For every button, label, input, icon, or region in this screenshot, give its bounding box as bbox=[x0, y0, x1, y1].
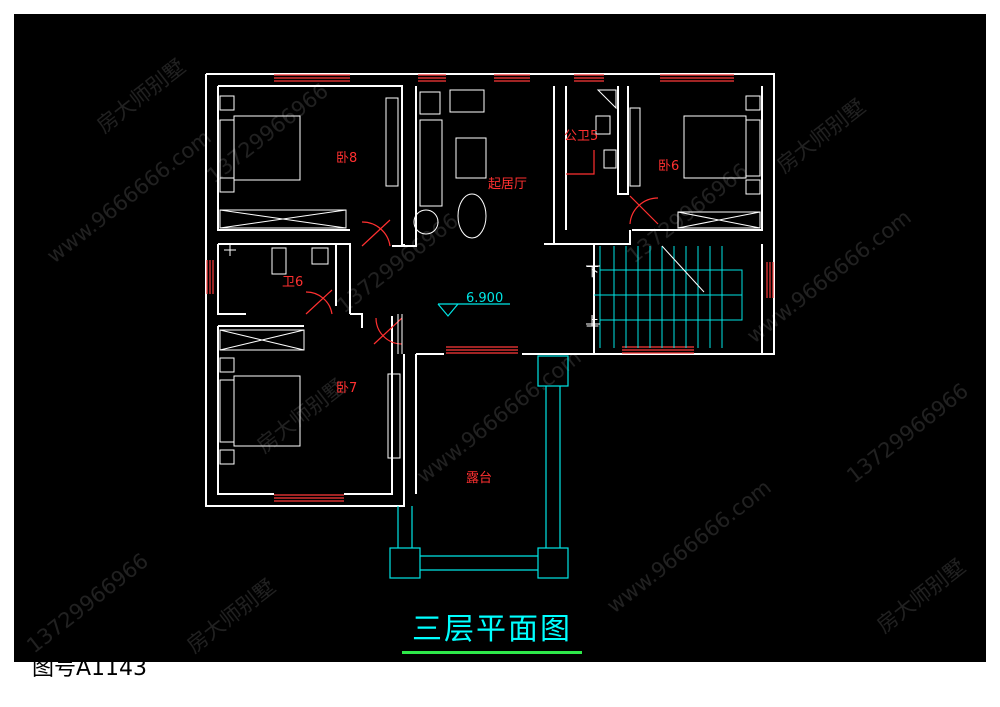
dining-table-icon bbox=[457, 193, 487, 239]
plant-icon bbox=[413, 209, 439, 235]
nightstand-icon bbox=[745, 95, 761, 111]
nightstand-icon bbox=[219, 357, 235, 373]
window-bottom-bed7 bbox=[274, 494, 344, 502]
desk-icon bbox=[629, 107, 641, 187]
nightstand-icon bbox=[219, 95, 235, 111]
nightstand-icon bbox=[219, 449, 235, 465]
room-label-bath6: 卫6 bbox=[282, 275, 303, 290]
terrace-structure bbox=[389, 355, 569, 579]
window-top-left bbox=[274, 74, 350, 82]
stair-up-label: 上 bbox=[586, 315, 599, 330]
window-top-bath bbox=[574, 74, 604, 82]
watermark: www.9666666.com bbox=[42, 125, 215, 268]
staircase bbox=[594, 245, 743, 348]
title-underline bbox=[402, 651, 582, 654]
sofa-icon bbox=[419, 119, 443, 207]
watermark: 房大师别墅 bbox=[772, 94, 870, 178]
watermark: www.9666666.com bbox=[742, 205, 915, 348]
wardrobe-icon bbox=[219, 209, 347, 229]
door-bedroom6 bbox=[629, 195, 659, 225]
drawing-title: 三层平面图 bbox=[412, 612, 572, 647]
elevation-label: 6.900 bbox=[466, 291, 503, 306]
watermark: 13729966966 bbox=[332, 209, 463, 318]
toilet-icon bbox=[271, 247, 287, 275]
nightstand-icon bbox=[219, 177, 235, 193]
room-label-bedroom6: 卧6 bbox=[658, 159, 679, 174]
room-label-bedroom7: 卧7 bbox=[336, 381, 357, 396]
toilet-icon bbox=[595, 115, 611, 135]
sink-icon bbox=[603, 149, 617, 169]
walls bbox=[205, 73, 775, 507]
coffee-table-icon bbox=[455, 137, 487, 179]
watermark-layer: 13729966966 房大师别墅 www.9666666.com 137299… bbox=[22, 54, 973, 658]
windows bbox=[206, 74, 774, 502]
room-label-public-bath: 公卫5 bbox=[564, 129, 598, 144]
nightstand-icon bbox=[745, 179, 761, 195]
door-bath6 bbox=[305, 289, 333, 315]
window-top-right bbox=[660, 74, 734, 82]
door-public-bath bbox=[566, 150, 595, 175]
shower-icon bbox=[596, 89, 617, 110]
stair-down-label: 下 bbox=[586, 265, 599, 280]
elevation-marker bbox=[437, 303, 510, 317]
figure-number: 图号A1143 bbox=[32, 656, 148, 681]
floor-plan: 13729966966 房大师别墅 www.9666666.com 137299… bbox=[22, 54, 973, 658]
wardrobe-icon bbox=[677, 211, 761, 229]
window-left-bath bbox=[206, 260, 214, 294]
wardrobe-icon bbox=[219, 329, 305, 351]
watermark: 13729966966 bbox=[622, 159, 753, 268]
watermark: 房大师别墅 bbox=[92, 54, 190, 138]
furniture bbox=[219, 89, 761, 465]
sink-icon bbox=[311, 247, 329, 265]
drawing-canvas: 13729966966 房大师别墅 www.9666666.com 137299… bbox=[14, 14, 986, 662]
room-label-terrace: 露台 bbox=[466, 471, 492, 486]
door-bedroom8 bbox=[361, 219, 391, 247]
window-stair-bottom bbox=[622, 346, 694, 354]
column bbox=[389, 547, 421, 579]
armchair-icon bbox=[449, 89, 485, 113]
watermark: www.9666666.com bbox=[602, 475, 775, 618]
room-label-living: 起居厅 bbox=[488, 177, 527, 192]
column bbox=[537, 355, 569, 387]
shower-icon bbox=[224, 244, 236, 256]
tv-icon bbox=[419, 91, 441, 115]
column bbox=[537, 547, 569, 579]
window-right-stair bbox=[766, 262, 774, 298]
window-top-mid2 bbox=[494, 74, 530, 82]
watermark: 13729966966 bbox=[202, 79, 333, 188]
window-top-mid1 bbox=[418, 74, 446, 82]
tv-cabinet-icon bbox=[387, 373, 401, 459]
watermark: 房大师别墅 bbox=[872, 554, 970, 638]
watermark: 13729966966 bbox=[22, 549, 153, 658]
tv-cabinet-icon bbox=[385, 97, 399, 187]
watermark: 13729966966 bbox=[842, 379, 973, 488]
watermark: 房大师别墅 bbox=[182, 574, 280, 658]
room-label-bedroom8: 卧8 bbox=[336, 151, 357, 166]
window-corridor bbox=[446, 346, 518, 354]
